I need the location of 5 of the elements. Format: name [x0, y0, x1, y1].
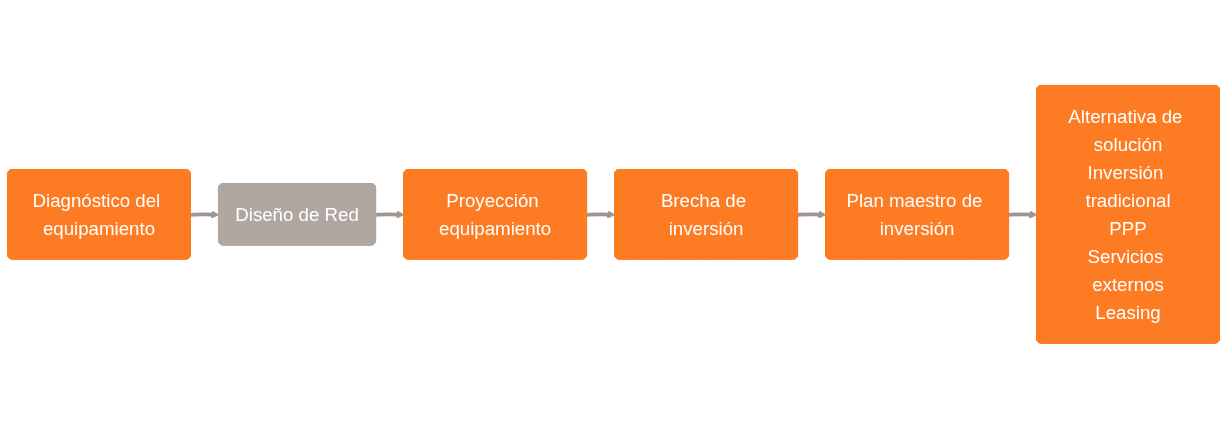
- arrow: [190, 210, 220, 219]
- arrow: [1008, 210, 1038, 219]
- arrow: [586, 210, 616, 219]
- arrow: [376, 210, 405, 219]
- arrow: [797, 210, 827, 219]
